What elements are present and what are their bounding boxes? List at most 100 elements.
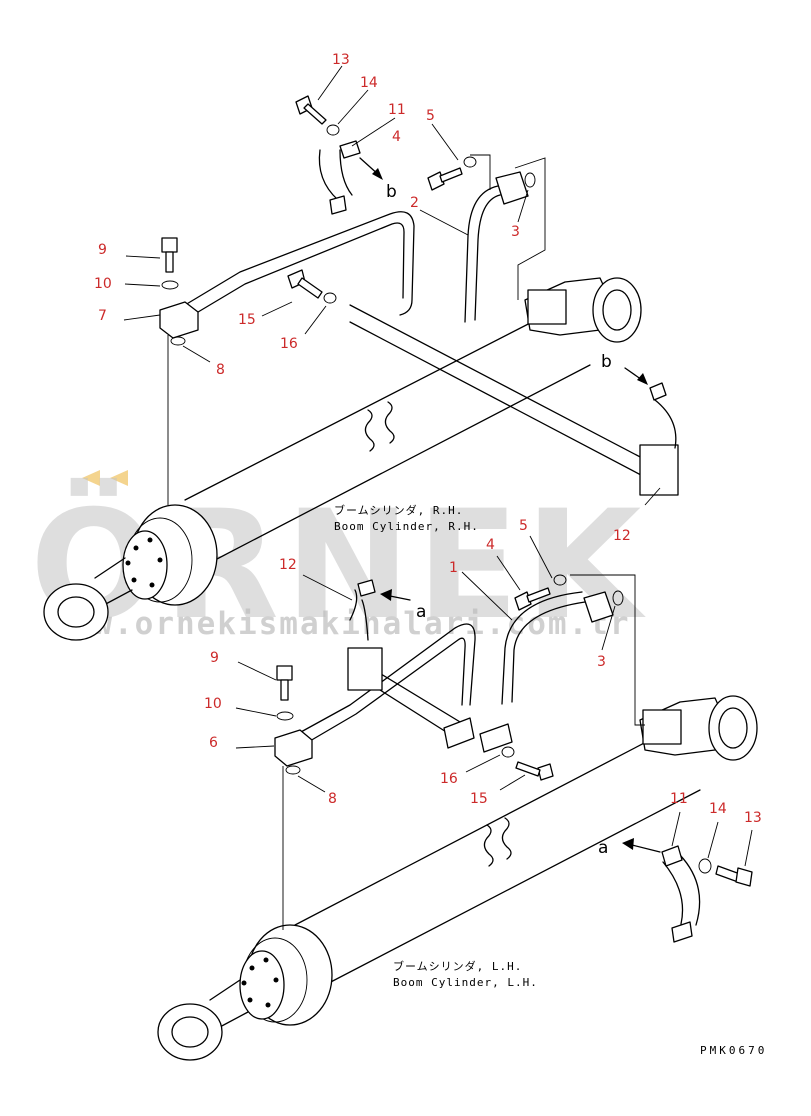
arrow-to-a-upper bbox=[389, 595, 411, 601]
title-lh-japanese: ブームシリンダ, L.H. bbox=[393, 959, 522, 973]
view-label-a-upper: a bbox=[416, 602, 426, 622]
clamp-12-rh bbox=[639, 444, 679, 496]
clamp-plate-lh-2 bbox=[479, 723, 513, 753]
rh-tube-break bbox=[364, 409, 375, 452]
lh-port-block bbox=[642, 709, 682, 745]
bolt-9-head bbox=[161, 237, 178, 253]
callout-9-lower: 9 bbox=[210, 650, 219, 666]
clamp-11-lh-foot bbox=[671, 921, 693, 943]
clamp-11-strap bbox=[318, 149, 353, 201]
lh-leader-box bbox=[570, 574, 645, 726]
callout-14-lower: 14 bbox=[709, 801, 727, 817]
callout-1-lower: 1 bbox=[449, 560, 458, 576]
lh-tube-break-2 bbox=[501, 817, 512, 860]
rh-leader-box bbox=[470, 154, 546, 300]
clamp-11-top bbox=[339, 140, 361, 159]
callout-8-upper: 8 bbox=[216, 362, 225, 378]
washer-10-lh bbox=[276, 711, 294, 721]
callouts-lower: 12 5 4 1 3 9 10 6 8 16 15 11 14 13 bbox=[204, 518, 762, 826]
washer-16-lh bbox=[501, 746, 515, 758]
bolt-9-shank bbox=[165, 251, 174, 273]
callout-10-lower: 10 bbox=[204, 696, 222, 712]
pipe-flange-3-lh bbox=[583, 591, 614, 623]
bolt-15-lh-head bbox=[537, 763, 554, 781]
pipe-1-inner bbox=[501, 591, 583, 705]
washer-10 bbox=[161, 280, 179, 290]
washer-14-lh bbox=[698, 858, 712, 874]
callout-6-lower: 6 bbox=[209, 735, 218, 751]
callout-16-upper: 16 bbox=[280, 336, 298, 352]
callout-15-upper: 15 bbox=[238, 312, 256, 328]
callout-3-lower: 3 bbox=[597, 654, 606, 670]
bolt-9-lh-shank bbox=[280, 679, 289, 701]
view-label-b-top: b bbox=[386, 182, 397, 202]
clamp-plate-lh-1 bbox=[443, 717, 475, 749]
clamp-11-lh-top bbox=[661, 845, 683, 867]
view-label-a-lower: a bbox=[598, 838, 608, 858]
callouts-upper: 13 14 11 4 5 2 3 9 10 7 8 15 16 12 bbox=[94, 52, 631, 544]
bolt-5-lh-shank bbox=[526, 587, 551, 603]
callout-12-upper: 12 bbox=[613, 528, 631, 544]
clamp-12-lh-tab bbox=[357, 579, 376, 597]
rh-tube-break-2 bbox=[384, 401, 395, 444]
clamp-b-strap bbox=[654, 399, 677, 449]
watermark-url: www.ornekismakinalari.com.tr bbox=[52, 606, 631, 642]
pipe-2 bbox=[474, 194, 501, 321]
bolt-15-shank bbox=[297, 277, 323, 299]
washer-16 bbox=[323, 292, 337, 304]
block-7 bbox=[159, 301, 199, 339]
view-label-b-right: b bbox=[601, 352, 612, 372]
callout-5-upper: 5 bbox=[426, 108, 435, 124]
drawing-code: PMK0670 bbox=[700, 1044, 767, 1057]
arrow-head-a-upper bbox=[380, 589, 392, 601]
callout-leaders bbox=[123, 65, 753, 867]
callout-11-upper: 11 bbox=[388, 102, 406, 118]
clamp-11-foot bbox=[329, 195, 347, 215]
callout-2-upper: 2 bbox=[410, 195, 419, 211]
rh-flange-front bbox=[122, 530, 168, 600]
rh-clamp-bar bbox=[349, 304, 666, 486]
rh-rod-eye-hole bbox=[57, 596, 95, 628]
arrow-head-a-lower bbox=[622, 838, 634, 850]
pipe-1-long bbox=[289, 623, 476, 739]
pipe-1-long-inner bbox=[297, 637, 466, 749]
washer-5-lh bbox=[553, 574, 567, 586]
callout-15-lower: 15 bbox=[470, 791, 488, 807]
watermark-accent-right bbox=[110, 470, 128, 486]
clamp-12-lh-strap bbox=[349, 589, 369, 641]
bolt-13-lh-head bbox=[735, 867, 753, 887]
callout-4-upper: 4 bbox=[392, 129, 401, 145]
bolt-5-shank bbox=[439, 167, 463, 183]
title-lh-english: Boom Cylinder, L.H. bbox=[393, 976, 538, 989]
lh-rod-eye-hole bbox=[171, 1016, 209, 1048]
bolt-13-shank bbox=[303, 103, 327, 125]
callout-7-upper: 7 bbox=[98, 308, 107, 324]
washer-5 bbox=[463, 156, 477, 168]
arrow-head-b-right bbox=[637, 373, 648, 385]
arrow-head-b-top bbox=[372, 168, 383, 180]
clamp-12-lh bbox=[347, 647, 383, 691]
pipe-1 bbox=[511, 601, 586, 703]
o-ring-3-lh bbox=[612, 590, 624, 606]
callout-14-upper: 14 bbox=[360, 75, 378, 91]
callout-9-upper: 9 bbox=[98, 242, 107, 258]
rh-port-block bbox=[527, 289, 567, 325]
o-ring-8 bbox=[170, 336, 186, 346]
upper-assembly-rh bbox=[43, 95, 679, 641]
leader-12-rh bbox=[644, 487, 661, 506]
arrow-to-a-lower bbox=[631, 844, 661, 853]
watermark-accent-left bbox=[82, 470, 100, 486]
pipe-2-long-inner bbox=[187, 222, 405, 319]
pipe-2-long bbox=[179, 211, 415, 316]
pipe-2-inner bbox=[464, 185, 499, 323]
lh-flange-front bbox=[239, 950, 285, 1020]
callout-10-upper: 10 bbox=[94, 276, 112, 292]
bolt-15-lh-shank bbox=[515, 761, 541, 777]
block-6 bbox=[274, 729, 313, 767]
callout-13-lower: 13 bbox=[744, 810, 762, 826]
callout-3-upper: 3 bbox=[511, 224, 520, 240]
callout-8-lower: 8 bbox=[328, 791, 337, 807]
washer-14 bbox=[326, 124, 340, 136]
callout-11-lower: 11 bbox=[670, 791, 688, 807]
